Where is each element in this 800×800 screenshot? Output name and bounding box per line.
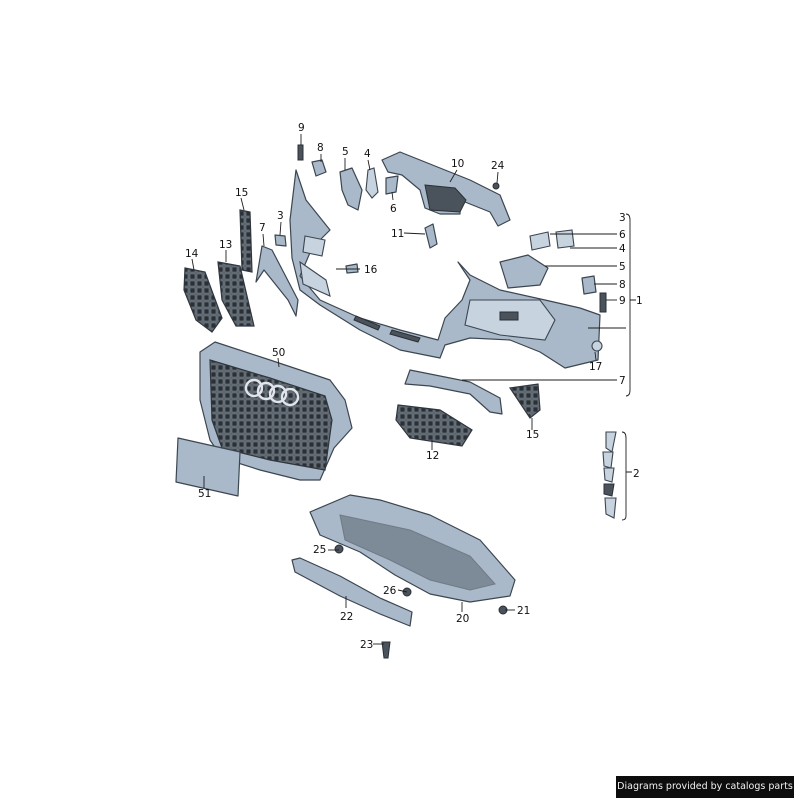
callout-26: 26 bbox=[383, 585, 397, 597]
radiator-grille bbox=[199, 341, 353, 481]
callout-24: 24 bbox=[491, 160, 505, 172]
callout-6-right: 6 bbox=[619, 229, 626, 241]
bracket-6-right bbox=[555, 229, 575, 249]
four-rings-logo bbox=[244, 378, 300, 407]
callout-7-left: 7 bbox=[259, 222, 266, 234]
licence-plate-holder bbox=[175, 437, 241, 497]
cover-3-right bbox=[529, 231, 551, 251]
leader-lines bbox=[191, 134, 636, 645]
callout-22: 22 bbox=[340, 611, 353, 623]
callout-2: 2 bbox=[633, 468, 640, 480]
fastener-set bbox=[602, 431, 617, 519]
callout-4-top: 4 bbox=[364, 148, 371, 160]
guide-7-right bbox=[404, 369, 503, 415]
nut-17 bbox=[591, 340, 603, 352]
clip-8 bbox=[311, 159, 327, 177]
callout-3-left: 3 bbox=[277, 210, 284, 222]
bracket-9-right bbox=[599, 292, 607, 313]
grille-12 bbox=[395, 404, 473, 447]
grille-14 bbox=[183, 267, 223, 333]
callout-9-top: 9 bbox=[298, 122, 305, 134]
callout-4-right: 4 bbox=[619, 243, 626, 255]
spoiler-22 bbox=[291, 557, 413, 627]
screw-24 bbox=[492, 182, 500, 190]
callout-labels: 9 8 5 4 10 24 6 15 3 7 13 14 11 16 3 6 4… bbox=[185, 122, 643, 651]
callout-11: 11 bbox=[391, 228, 404, 240]
callout-5-right: 5 bbox=[619, 261, 626, 273]
clip-16 bbox=[345, 263, 359, 274]
callout-13: 13 bbox=[219, 239, 232, 251]
callout-9-right: 9 bbox=[619, 295, 626, 307]
callout-21: 21 bbox=[517, 605, 530, 617]
callout-15-right: 15 bbox=[526, 429, 539, 441]
bracket-11 bbox=[424, 223, 438, 249]
callout-20: 20 bbox=[456, 613, 469, 625]
callout-23: 23 bbox=[360, 639, 373, 651]
cover-3-left bbox=[274, 234, 287, 247]
callout-8-right: 8 bbox=[619, 279, 626, 291]
callout-6-top: 6 bbox=[390, 203, 397, 215]
callout-14: 14 bbox=[185, 248, 199, 260]
screw-23 bbox=[381, 641, 391, 659]
bumper-cover bbox=[289, 169, 601, 369]
footer-credit: Diagrams provided by catalogs parts bbox=[616, 776, 794, 798]
callout-1: 1 bbox=[636, 295, 643, 307]
grille-15-right bbox=[508, 383, 541, 419]
clip-6 bbox=[385, 175, 399, 195]
bracket-5 bbox=[339, 167, 363, 211]
callout-7-right: 7 bbox=[619, 375, 626, 387]
callout-8-top: 8 bbox=[317, 142, 324, 154]
callout-16: 16 bbox=[364, 264, 378, 276]
grille-15-left bbox=[239, 209, 253, 273]
screw-25 bbox=[334, 544, 344, 554]
hook-4 bbox=[365, 167, 379, 199]
callout-17: 17 bbox=[589, 361, 602, 373]
callout-3-right: 3 bbox=[619, 212, 626, 224]
clip-8-right bbox=[581, 275, 597, 295]
bracket-5-right bbox=[499, 254, 549, 289]
guide-7-left bbox=[255, 245, 299, 317]
callout-5-top: 5 bbox=[342, 146, 349, 158]
grille-13 bbox=[217, 261, 255, 327]
callout-51: 51 bbox=[198, 488, 211, 500]
callout-25: 25 bbox=[313, 544, 326, 556]
noise-insulation-tray bbox=[309, 494, 516, 603]
callout-15-left: 15 bbox=[235, 187, 248, 199]
bracket-9 bbox=[297, 144, 304, 161]
callout-12: 12 bbox=[426, 450, 439, 462]
callout-10: 10 bbox=[451, 158, 464, 170]
callout-50: 50 bbox=[272, 347, 285, 359]
